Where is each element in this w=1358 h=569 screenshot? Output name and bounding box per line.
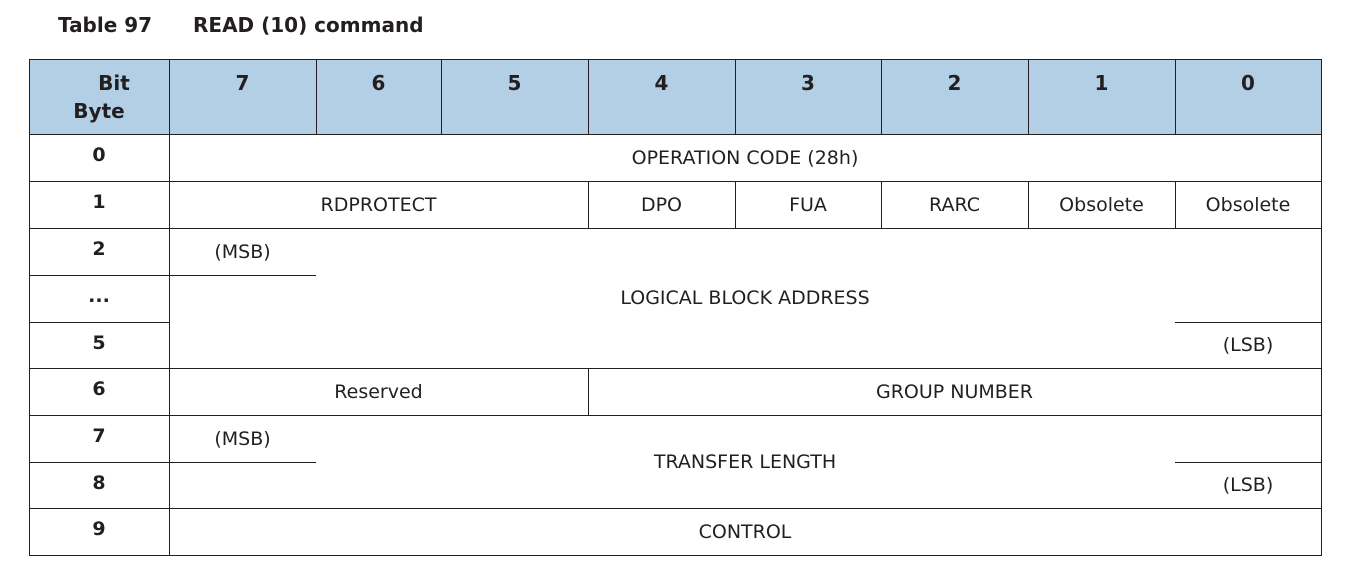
bit-header-3: 3 <box>801 71 815 95</box>
bit-header-6: 6 <box>371 71 386 95</box>
obsolete-field-bit1: Obsolete <box>1059 193 1144 216</box>
transfer-length-lsb-overline <box>1175 462 1321 463</box>
fua-field: FUA <box>789 193 827 216</box>
rdprotect-field: RDPROTECT <box>320 193 437 216</box>
lba-lsb-marker: (LSB) <box>1222 334 1274 356</box>
row-divider <box>29 134 1321 135</box>
byte1-field-divider <box>881 181 882 228</box>
rarc-field: RARC <box>929 193 980 216</box>
table-border-bottom <box>29 555 1322 556</box>
logical-block-address-field: LOGICAL BLOCK ADDRESS <box>620 287 870 309</box>
header-bit-divider <box>588 59 589 134</box>
dpo-field: DPO <box>640 193 683 216</box>
header-bit-divider <box>881 59 882 134</box>
byte-row-divider <box>29 275 169 276</box>
bit-header-4: 4 <box>654 71 669 95</box>
header-bit-divider <box>316 59 317 134</box>
operation-code-field: OPERATION CODE (28h) <box>631 146 859 169</box>
table-border-left <box>29 59 30 555</box>
byte-number-5: 5 <box>92 332 106 354</box>
transfer-length-msb-marker: (MSB) <box>214 427 271 450</box>
control-field: CONTROL <box>698 520 792 543</box>
row-divider <box>29 368 1321 369</box>
byte1-field-divider <box>735 181 736 228</box>
transfer-length-field: TRANSFER LENGTH <box>653 450 837 473</box>
lba-msb-marker: (MSB) <box>214 240 271 263</box>
lba-lsb-overline <box>1175 322 1321 323</box>
byte6-field-divider <box>588 368 589 415</box>
row-divider <box>29 181 1321 182</box>
lba-msb-underline <box>169 275 316 276</box>
bit-header-0: 0 <box>1241 71 1255 95</box>
table-number: Table 97 <box>58 13 153 37</box>
byte-number-6: 6 <box>92 378 106 400</box>
bit-header-1: 1 <box>1094 71 1109 95</box>
transfer-length-msb-underline <box>169 462 316 463</box>
bit-label: Bit <box>98 70 130 95</box>
header-bit-divider <box>1175 59 1176 134</box>
byte-number-9: 9 <box>92 518 106 540</box>
reserved-field: Reserved <box>334 380 423 403</box>
transfer-length-lsb-marker: (LSB) <box>1222 474 1274 496</box>
row-divider <box>29 228 1321 229</box>
byte-number-0: 0 <box>92 144 106 166</box>
table-border-top <box>29 59 1321 60</box>
header-bit-divider <box>1028 59 1029 134</box>
byte-number-8: 8 <box>92 472 106 494</box>
table-title: READ (10) command <box>193 13 424 37</box>
table-border-right <box>1321 59 1322 555</box>
byte-label: Byte <box>73 98 125 123</box>
obsolete-field-bit0: Obsolete <box>1205 193 1291 216</box>
byte-number-7: 7 <box>92 425 106 447</box>
byte1-field-divider <box>1175 181 1176 228</box>
group-number-field: GROUP NUMBER <box>875 380 1034 403</box>
byte-number-ellipsis: ... <box>88 285 110 307</box>
row-divider <box>29 508 1321 509</box>
byte1-field-divider <box>588 181 589 228</box>
bit-header-5: 5 <box>507 71 522 95</box>
header-bit-divider <box>735 59 736 134</box>
byte-row-divider <box>29 322 169 323</box>
byte-column-divider <box>169 59 170 555</box>
bit-header-7: 7 <box>235 71 250 95</box>
row-divider <box>29 415 1321 416</box>
byte-row-divider <box>29 462 169 463</box>
header-background <box>29 59 1321 134</box>
bit-header-2: 2 <box>947 71 962 95</box>
byte1-field-divider <box>1028 181 1029 228</box>
byte-number-1: 1 <box>92 191 106 213</box>
byte-number-2: 2 <box>92 238 106 260</box>
header-bit-divider <box>441 59 442 134</box>
